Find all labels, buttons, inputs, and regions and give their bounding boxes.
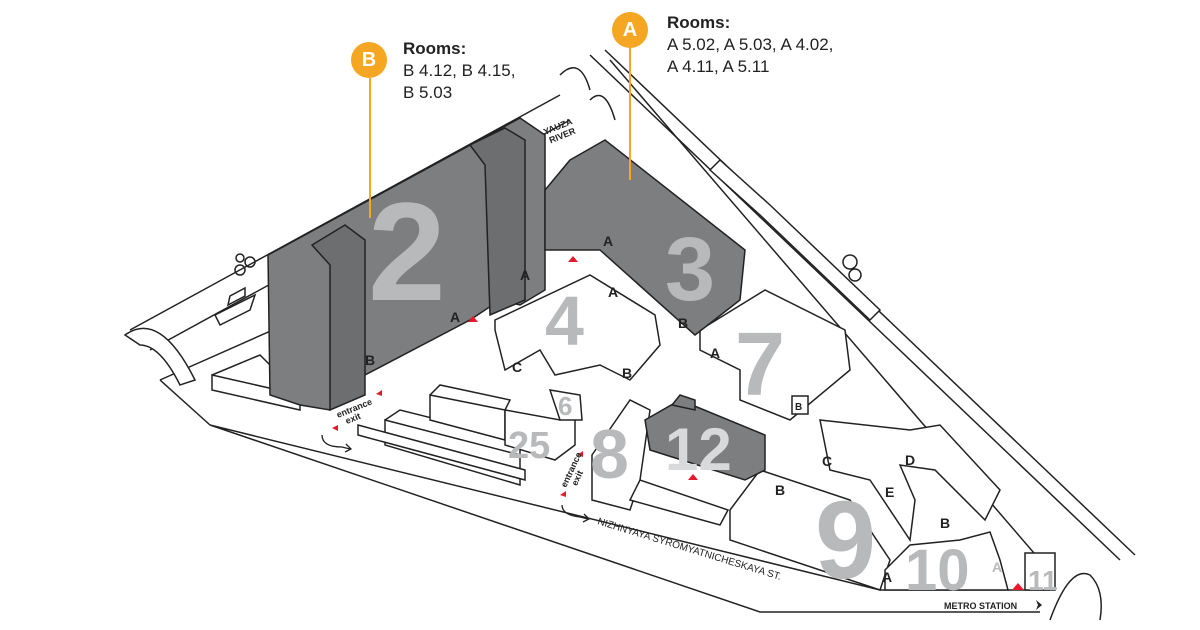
building-number-8: 8 [590, 415, 629, 493]
building-slab [357, 424, 526, 481]
smoke-icon [842, 254, 858, 270]
callout-b-rooms: B 5.03 [403, 83, 453, 102]
bridge-arch [123, 327, 197, 386]
entrance-letter-b: B [775, 482, 785, 498]
entrance-letter-b: B [622, 365, 632, 381]
callout-a-rooms: A 4.11, A 5.11 [667, 57, 770, 76]
entrance-letter-a: A [992, 559, 1002, 575]
entrance-label: entranceexit [559, 451, 592, 493]
building-low-front [628, 479, 730, 526]
building-6 [548, 389, 583, 421]
metro-entrance [1049, 572, 1102, 621]
entrance-letter-a: A [450, 309, 460, 325]
callout-a-rooms: A 5.02, A 5.03, A 4.02, [667, 35, 834, 54]
building-10 [884, 531, 1009, 591]
entrance-letter-b: B [795, 402, 802, 413]
callout-b-badge: B [351, 42, 387, 78]
route-arrow-icon [561, 504, 591, 523]
boat-icon [213, 286, 257, 327]
building-11 [1024, 552, 1056, 591]
building-2-tower-right [468, 127, 526, 317]
entrance-letter-c: C [822, 453, 832, 469]
entrance-letter-b: B [678, 315, 688, 331]
callout-a: Rooms: A 5.02, A 5.03, A 4.02, A 4.11, A… [667, 12, 833, 78]
train-icon [708, 158, 882, 322]
metro-station-label: METRO STATION [944, 601, 1017, 611]
callout-b-rooms: B 4.12, B 4.15, [403, 61, 516, 80]
entrance-letter-e: E [885, 484, 894, 500]
building-12-roof [670, 394, 696, 411]
entrance-letter-c: C [512, 359, 522, 375]
building-number-7: 7 [735, 315, 785, 415]
building-number-11: 11 [1028, 565, 1058, 596]
tunnel-arch [559, 66, 616, 121]
entrance-letter-d: D [905, 452, 915, 468]
building-number-25: 25 [508, 425, 550, 467]
building-number-12: 12 [665, 416, 732, 483]
callout-a-badge: A [612, 12, 648, 48]
building-number-4: 4 [545, 282, 584, 360]
buoy-icon [234, 264, 246, 276]
callout-a-title: Rooms: [667, 13, 731, 32]
entrance-letter-a: A [710, 345, 720, 361]
river-label: YAUZARIVER [542, 116, 578, 146]
entrance-letter-b: B [365, 352, 375, 368]
chevron-right-icon [1036, 600, 1042, 610]
building-number-9: 9 [815, 479, 876, 602]
entrance-letter-a: A [520, 267, 530, 283]
entrance-letter-a: A [608, 284, 618, 300]
building-3 [544, 139, 746, 336]
route-arrow-icon [321, 434, 353, 453]
building-number-3: 3 [665, 220, 715, 320]
building-2-tower-left [310, 224, 366, 412]
building-number-6: 6 [558, 391, 572, 421]
building-kiosk [791, 395, 809, 415]
callout-b: Rooms: B 4.12, B 4.15, B 5.03 [403, 38, 515, 104]
building-7 [699, 289, 851, 421]
entrance-letter-a: A [603, 233, 613, 249]
building-number-2: 2 [368, 173, 446, 330]
building-east [819, 419, 1001, 543]
entrance-letter-a: A [882, 569, 892, 585]
callout-b-title: Rooms: [403, 39, 467, 58]
building-number-10: 10 [905, 538, 970, 603]
entrance-letter-b: B [940, 515, 950, 531]
building-4 [494, 274, 661, 381]
